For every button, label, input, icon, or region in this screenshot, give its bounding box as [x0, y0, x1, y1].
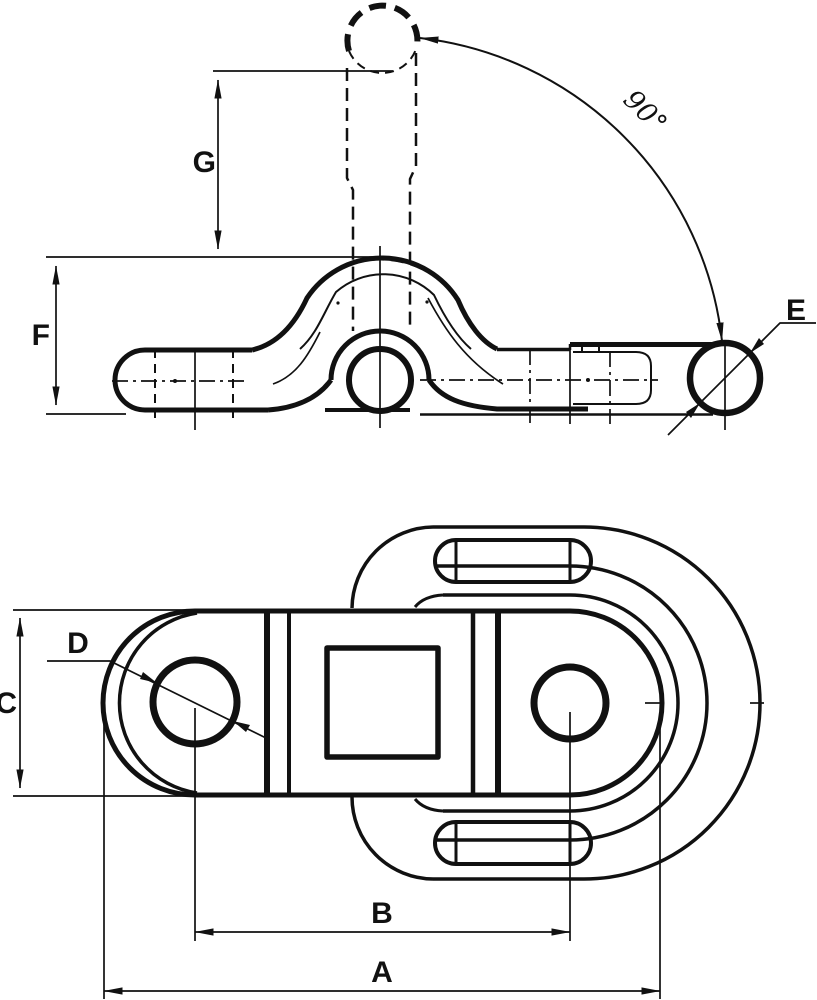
strap-inner-curve-right	[427, 297, 504, 385]
dim-e-label: E	[786, 294, 806, 327]
dim-d-arrow-upper	[140, 672, 157, 683]
arch-left-foot	[267, 378, 334, 413]
rotated-eye-circle-hidden	[348, 45, 418, 74]
base-boss-inner-fillet-top	[413, 593, 444, 608]
base-boss-inner-fillet-bottom	[413, 798, 444, 813]
dim-b-label: B	[371, 897, 393, 930]
dim-g-label: G	[193, 146, 216, 179]
link-left-boss-edge	[117, 611, 198, 795]
rotated-eye-circle-outline	[344, 2, 421, 52]
dim-a-label: A	[371, 956, 393, 989]
base-boss-inner-edge	[443, 593, 680, 813]
left-link-outline	[112, 347, 268, 413]
centerline-dot-hump-l	[336, 301, 340, 305]
rotated-link-hidden-left-edge	[345, 68, 355, 331]
dim-d-arrow-lower	[233, 721, 250, 732]
center-square-hole	[324, 645, 441, 760]
dim-c-label: C	[0, 687, 17, 720]
slot-top	[433, 538, 593, 584]
hump-outer-profile	[251, 255, 499, 353]
base-plate-corner-bottom-left	[350, 796, 434, 881]
centerline-dot-hump-r	[425, 300, 429, 304]
strap-end-outline	[573, 351, 652, 405]
dim-d-label: D	[67, 627, 89, 660]
strap-inner-curve-left	[272, 331, 321, 385]
dim-e-leader	[667, 322, 816, 436]
slot-bottom	[433, 820, 593, 866]
base-plate-corner-top-left	[350, 525, 434, 609]
plan-view: C D B A	[0, 525, 764, 999]
base-plate-outline	[433, 525, 762, 881]
hump-inner-profile	[299, 273, 472, 350]
rotated-link-hidden-right-edge	[408, 53, 418, 331]
dim-f-label: F	[32, 319, 50, 352]
side-view: 90° G	[32, 2, 816, 436]
dim-e-arrow-upper	[750, 338, 764, 353]
swing-angle-arc	[419, 36, 724, 342]
base-boss-middle-edge	[436, 564, 709, 842]
centerline-dot-right	[586, 378, 590, 382]
centerline-dot-left	[173, 379, 177, 383]
angle-dimension-label: 90°	[617, 84, 673, 140]
link-outline	[100, 608, 665, 798]
dim-d-leader	[47, 660, 267, 739]
dim-e-arrow-lower	[686, 403, 700, 418]
arch-right-foot	[426, 378, 588, 412]
